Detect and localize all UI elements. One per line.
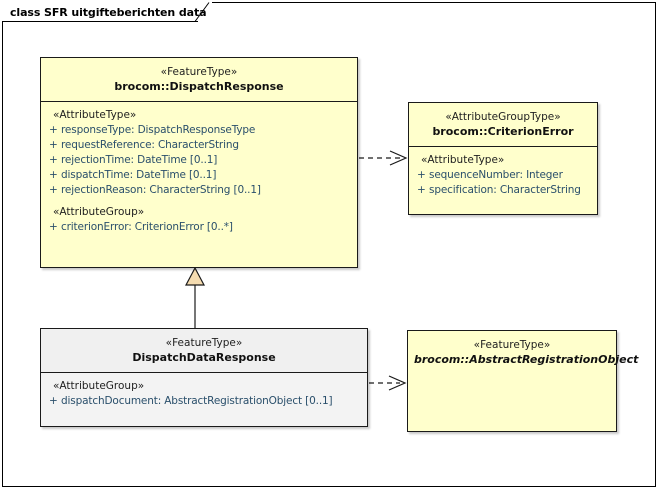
attribute-visibility: + [417, 184, 426, 196]
attribute-text: dispatchDocument: AbstractRegistrationOb… [61, 395, 333, 407]
attribute-row: + responseType: DispatchResponseType [45, 123, 353, 138]
attribute-visibility: + [49, 184, 58, 196]
diagram-title: class SFR uitgifteberichten data [10, 5, 207, 19]
class-box-abstract-registration-object[interactable]: «FeatureType» brocom::AbstractRegistrati… [407, 330, 639, 432]
class-stereotype: «FeatureType» [160, 66, 238, 78]
attribute-row: + sequenceNumber: Integer [413, 168, 593, 183]
class-name: brocom::DispatchResponse [114, 80, 284, 93]
attribute-visibility: + [49, 154, 58, 166]
attribute-row: + rejectionTime: DateTime [0..1] [45, 153, 353, 168]
class-stereotype: «FeatureType» [165, 337, 243, 349]
attribute-visibility: + [49, 124, 58, 136]
class-header-abstract-registration-object: «FeatureType» brocom::AbstractRegistrati… [408, 331, 639, 374]
attribute-row: + dispatchDocument: AbstractRegistration… [45, 394, 363, 409]
attribute-text: responseType: DispatchResponseType [61, 124, 256, 136]
class-stereotype: «AttributeGroupType» [445, 111, 561, 123]
attribute-visibility: + [49, 395, 58, 407]
class-header-dispatch-response: «FeatureType» brocom::DispatchResponse [41, 58, 357, 102]
title-tab-underline [2, 21, 198, 22]
class-box-dispatch-response[interactable]: «FeatureType» brocom::DispatchResponse «… [40, 57, 358, 268]
class-stereotype: «FeatureType» [473, 339, 551, 351]
class-header-dispatch-data-response: «FeatureType» DispatchDataResponse [41, 329, 367, 373]
class-box-dispatch-data-response[interactable]: «FeatureType» DispatchDataResponse «Attr… [40, 328, 368, 427]
class-name: brocom::CriterionError [432, 125, 574, 138]
attribute-text: dispatchTime: DateTime [0..1] [61, 169, 217, 181]
class-box-criterion-error[interactable]: «AttributeGroupType» brocom::CriterionEr… [408, 102, 598, 215]
attribute-row: + specification: CharacterString [413, 183, 593, 198]
attribute-visibility: + [49, 139, 58, 151]
attribute-group-label: «AttributeType» [53, 109, 137, 121]
attribute-group-label: «AttributeGroup» [53, 380, 145, 392]
attribute-text: criterionError: CriterionError [0..*] [61, 221, 233, 233]
attribute-text: rejectionTime: DateTime [0..1] [61, 154, 218, 166]
attribute-row: + dispatchTime: DateTime [0..1] [45, 168, 353, 183]
attribute-text: rejectionReason: CharacterString [0..1] [61, 184, 261, 196]
class-name: brocom::AbstractRegistrationObject [414, 353, 639, 366]
attribute-visibility: + [417, 169, 426, 181]
attribute-row: + rejectionReason: CharacterString [0..1… [45, 183, 353, 198]
attribute-row: + requestReference: CharacterString [45, 138, 353, 153]
class-header-criterion-error: «AttributeGroupType» brocom::CriterionEr… [409, 103, 597, 147]
class-body-dispatch-response: «AttributeType» + responseType: Dispatch… [41, 102, 357, 240]
attribute-group-label: «AttributeGroup» [53, 206, 145, 218]
class-body-criterion-error: «AttributeType» + sequenceNumber: Intege… [409, 147, 597, 203]
attribute-row: + criterionError: CriterionError [0..*] [45, 220, 353, 235]
attribute-group-label: «AttributeType» [421, 154, 505, 166]
attribute-visibility: + [49, 221, 58, 233]
attribute-text: requestReference: CharacterString [61, 139, 239, 151]
class-body-dispatch-data-response: «AttributeGroup» + dispatchDocument: Abs… [41, 373, 367, 414]
title-tab-slant-icon [194, 2, 210, 22]
diagram-title-tab: class SFR uitgifteberichten data [2, 2, 213, 22]
class-name: DispatchDataResponse [132, 351, 276, 364]
attribute-visibility: + [49, 169, 58, 181]
attribute-text: sequenceNumber: Integer [429, 169, 563, 181]
attribute-text: specification: CharacterString [429, 184, 581, 196]
